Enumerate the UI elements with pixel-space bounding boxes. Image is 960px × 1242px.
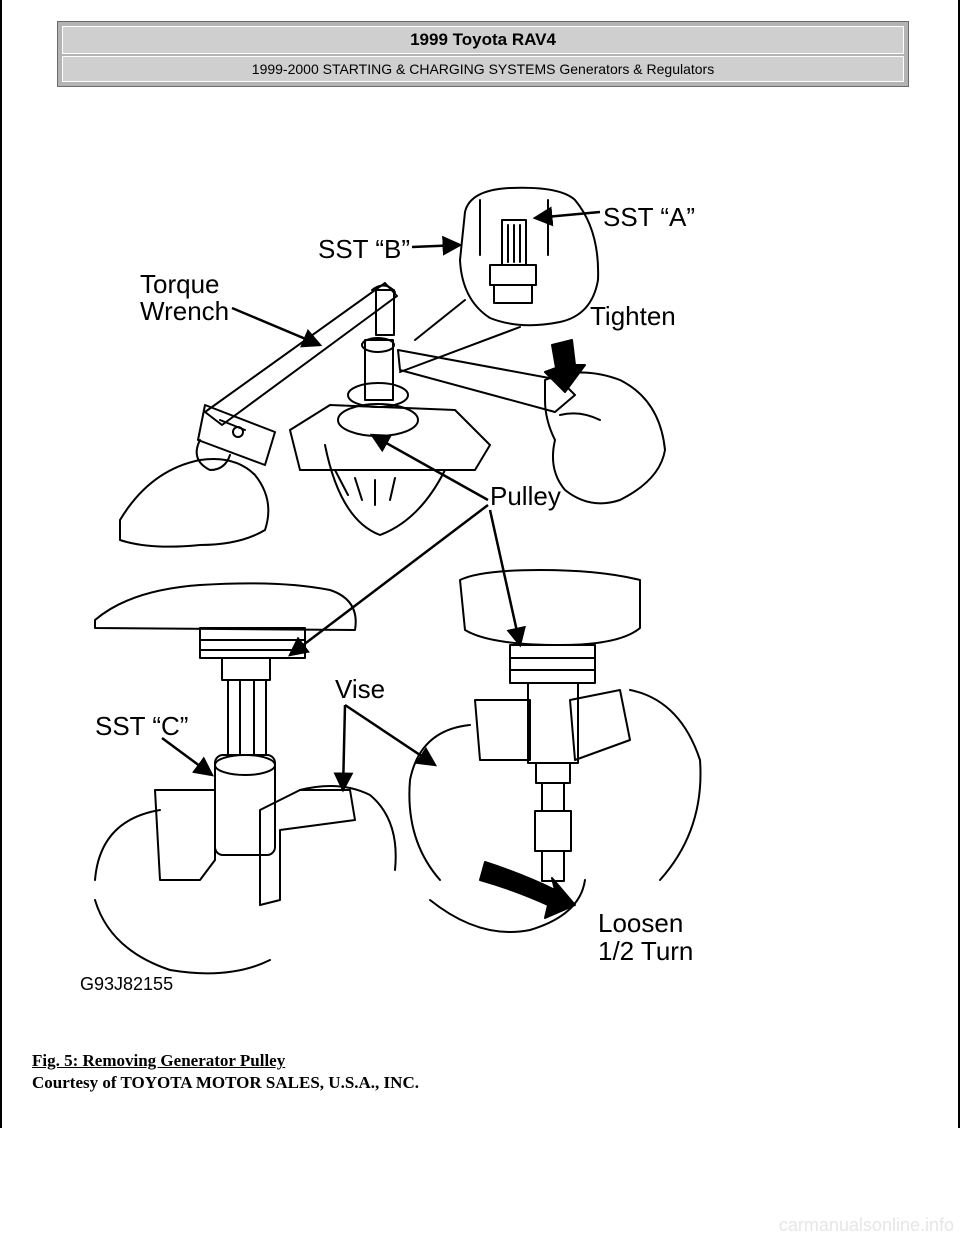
label-pulley: Pulley xyxy=(490,481,561,511)
generator-pulley-diagram: SST “A” SST “B” Torque Wrench Tighten Pu… xyxy=(80,186,702,990)
figure-code: G93J82155 xyxy=(80,974,173,990)
header-title: 1999 Toyota RAV4 xyxy=(62,26,904,54)
label-sst-c: SST “C” xyxy=(95,711,188,741)
page-frame-right xyxy=(958,0,960,1128)
label-torque-wrench-line1: Torque xyxy=(140,269,220,299)
figure-title: Fig. 5: Removing Generator Pulley xyxy=(32,1051,286,1070)
label-tighten: Tighten xyxy=(590,301,676,331)
label-sst-b: SST “B” xyxy=(318,234,410,264)
label-loosen-line2: 1/2 Turn xyxy=(598,936,693,966)
header-subtitle: 1999-2000 STARTING & CHARGING SYSTEMS Ge… xyxy=(62,56,904,82)
detail-magnifier xyxy=(459,186,600,327)
loosen-arrow xyxy=(479,861,576,919)
document-header: 1999 Toyota RAV4 1999-2000 STARTING & CH… xyxy=(57,21,909,87)
page-frame xyxy=(0,0,2,1128)
label-sst-a: SST “A” xyxy=(603,202,695,232)
watermark-text: carmanualsonline.info xyxy=(778,1215,954,1235)
tighten-arrow xyxy=(544,339,586,393)
figure-credit: Courtesy of TOYOTA MOTOR SALES, U.S.A., … xyxy=(32,1073,419,1092)
torque-wrench xyxy=(204,282,398,426)
label-vise: Vise xyxy=(335,674,385,704)
watermark-band: carmanualsonline.info xyxy=(0,1128,960,1242)
label-loosen-line1: Loosen xyxy=(598,908,683,938)
figure-caption: Fig. 5: Removing Generator Pulley xyxy=(32,1051,285,1071)
label-torque-wrench-line2: Wrench xyxy=(140,296,229,326)
